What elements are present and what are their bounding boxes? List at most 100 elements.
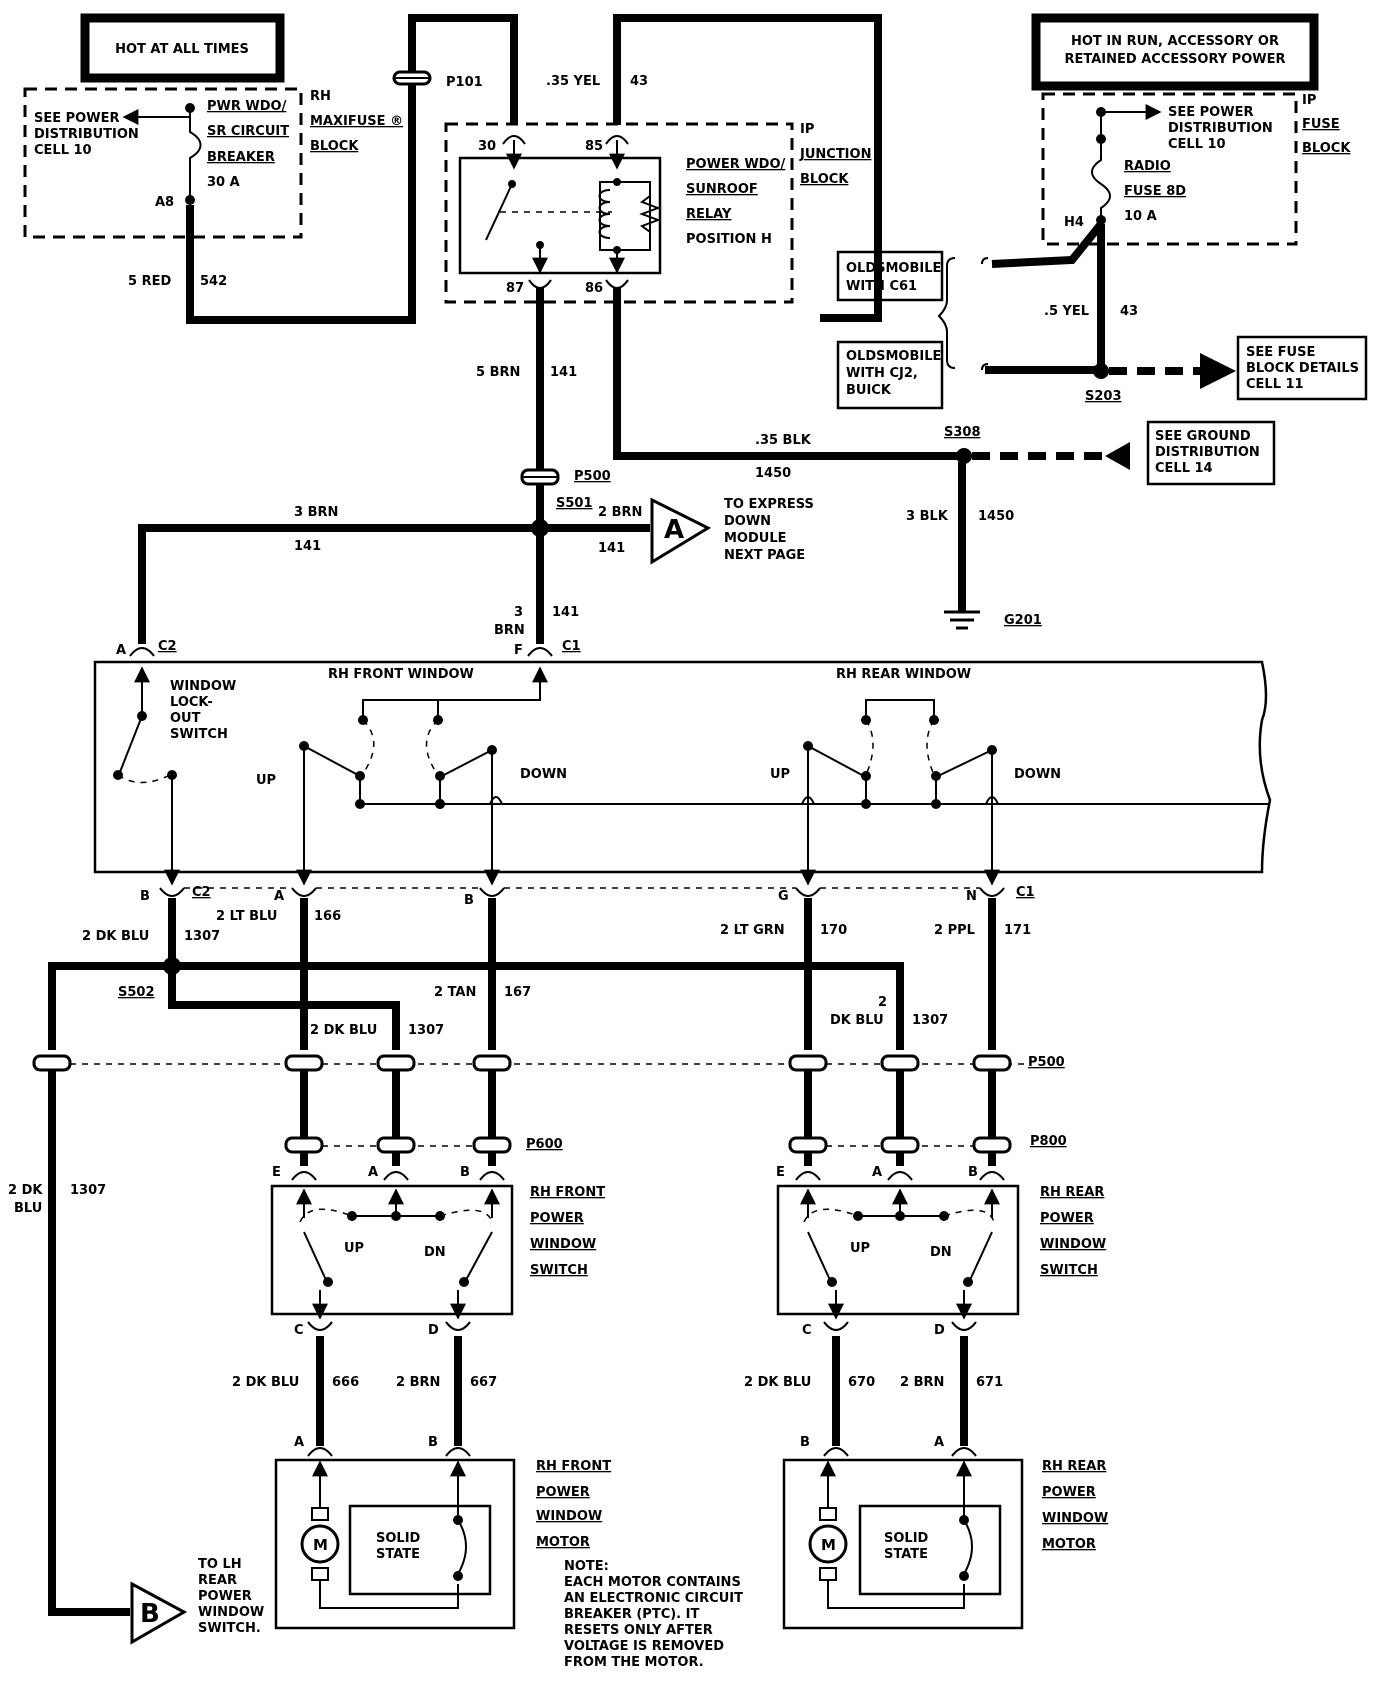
- svg-text:B: B: [968, 1165, 978, 1180]
- svg-text:MOTOR: MOTOR: [536, 1535, 590, 1550]
- variant-c61-box: OLDSMOBILE WITH C61: [836, 250, 944, 302]
- svg-text:G201: G201: [1004, 613, 1042, 628]
- svg-text:POWER: POWER: [530, 1211, 584, 1226]
- svg-text:85: 85: [585, 139, 603, 154]
- svg-text:2 PPL: 2 PPL: [934, 923, 975, 938]
- rh-rear-window-switch: E A B RH REAR POWER WINDOW SWITCH UP DN …: [776, 1165, 1106, 1338]
- connector-b-triangle: B: [130, 1581, 188, 1645]
- svg-text:RELAY: RELAY: [686, 207, 732, 222]
- svg-text:.35 YEL: .35 YEL: [546, 74, 600, 89]
- svg-text:WINDOW: WINDOW: [1040, 1237, 1106, 1252]
- svg-text:S501: S501: [556, 496, 593, 511]
- svg-text:86: 86: [585, 281, 603, 296]
- svg-text:DN: DN: [930, 1245, 952, 1260]
- power-window-relay: 30 85 87 86 POWER WDO/ SUNROOF RELAY POS…: [458, 139, 786, 296]
- svg-text:SWITCH.: SWITCH.: [198, 1621, 261, 1636]
- svg-text:BLOCK: BLOCK: [1302, 141, 1351, 156]
- svg-text:B: B: [428, 1435, 438, 1450]
- hot-at-all-times-box: HOT AT ALL TIMES: [80, 13, 285, 83]
- svg-text:30: 30: [478, 139, 496, 154]
- svg-text:NOTE:: NOTE:: [564, 1559, 609, 1574]
- svg-text:DISTRIBUTION: DISTRIBUTION: [1155, 445, 1260, 460]
- svg-text:WITH C61: WITH C61: [846, 279, 917, 294]
- svg-text:43: 43: [630, 74, 648, 89]
- p600-connectors: P600: [284, 1136, 563, 1154]
- svg-text:C1: C1: [562, 639, 581, 654]
- variant-cj2-box: OLDSMOBILE WITH CJ2, BUICK: [836, 340, 944, 410]
- svg-text:A: A: [274, 889, 284, 904]
- svg-text:141: 141: [598, 541, 625, 556]
- svg-text:IP: IP: [800, 122, 814, 137]
- svg-text:10 A: 10 A: [1124, 209, 1157, 224]
- svg-text:WINDOW: WINDOW: [170, 679, 236, 694]
- svg-text:SEE FUSE: SEE FUSE: [1246, 345, 1315, 360]
- svg-text:2 DK BLU: 2 DK BLU: [82, 929, 149, 944]
- svg-text:2 DK BLU: 2 DK BLU: [310, 1023, 377, 1038]
- svg-text:170: 170: [820, 923, 847, 938]
- svg-text:SEE GROUND: SEE GROUND: [1155, 429, 1251, 444]
- svg-text:POWER: POWER: [536, 1485, 590, 1500]
- svg-text:2 BRN: 2 BRN: [598, 505, 642, 520]
- svg-text:WINDOW: WINDOW: [536, 1509, 602, 1524]
- svg-text:171: 171: [1004, 923, 1031, 938]
- svg-text:UP: UP: [256, 773, 276, 788]
- svg-text:3 BRN: 3 BRN: [294, 505, 338, 520]
- svg-text:542: 542: [200, 274, 227, 289]
- svg-text:3 BLK: 3 BLK: [906, 509, 949, 524]
- svg-text:SUNROOF: SUNROOF: [686, 182, 758, 197]
- svg-text:STATE: STATE: [376, 1547, 420, 1562]
- svg-text:TO EXPRESS: TO EXPRESS: [724, 497, 814, 512]
- svg-text:D: D: [934, 1323, 945, 1338]
- svg-text:STATE: STATE: [884, 1547, 928, 1562]
- svg-text:DISTRIBUTION: DISTRIBUTION: [34, 127, 139, 142]
- svg-text:CELL 14: CELL 14: [1155, 461, 1213, 476]
- svg-text:SWITCH: SWITCH: [530, 1263, 588, 1278]
- svg-text:SOLID: SOLID: [884, 1531, 929, 1546]
- svg-text:167: 167: [504, 985, 531, 1000]
- svg-text:141: 141: [294, 539, 321, 554]
- svg-text:OLDSMOBILE: OLDSMOBILE: [846, 261, 941, 276]
- svg-text:DOWN: DOWN: [724, 514, 771, 529]
- svg-text:RH FRONT: RH FRONT: [530, 1185, 605, 1200]
- svg-text:43: 43: [1120, 304, 1138, 319]
- svg-text:POWER: POWER: [1040, 1211, 1094, 1226]
- svg-text:PWR WDO/: PWR WDO/: [207, 99, 287, 114]
- p101-connector: P101: [392, 70, 483, 90]
- svg-text:S308: S308: [944, 425, 981, 440]
- svg-text:A: A: [294, 1435, 304, 1450]
- hot-in-run-box: HOT IN RUN, ACCESSORY OR RETAINED ACCESS…: [1031, 13, 1319, 91]
- svg-text:NEXT PAGE: NEXT PAGE: [724, 548, 805, 563]
- svg-text:MOTOR: MOTOR: [1042, 1537, 1096, 1552]
- svg-text:667: 667: [470, 1375, 497, 1390]
- svg-text:C2: C2: [158, 639, 177, 654]
- svg-text:POWER: POWER: [1042, 1485, 1096, 1500]
- svg-text:E: E: [776, 1165, 785, 1180]
- svg-text:A: A: [872, 1165, 882, 1180]
- svg-text:MODULE: MODULE: [724, 531, 787, 546]
- svg-text:FUSE 8D: FUSE 8D: [1124, 184, 1186, 199]
- svg-text:SOLID: SOLID: [376, 1531, 421, 1546]
- rh-front-window-switch: E A B RH FRONT POWER WINDOW SWITCH UP DN…: [270, 1165, 605, 1338]
- svg-text:5 RED: 5 RED: [128, 274, 171, 289]
- svg-text:SEE POWER: SEE POWER: [1168, 105, 1253, 120]
- rh-front-window-motor: A B RH FRONT POWER WINDOW MOTOR M SOLID …: [274, 1435, 611, 1630]
- svg-text:BLOCK DETAILS: BLOCK DETAILS: [1246, 361, 1359, 376]
- svg-text:RH: RH: [310, 89, 331, 104]
- p500-top-connector: P500: [520, 468, 611, 486]
- ground-g201: G201: [944, 610, 1042, 630]
- svg-text:WINDOW: WINDOW: [1042, 1511, 1108, 1526]
- svg-text:M: M: [313, 1536, 328, 1554]
- svg-text:P800: P800: [1030, 1134, 1067, 1149]
- svg-text:RH REAR: RH REAR: [1042, 1459, 1106, 1474]
- svg-text:FUSE: FUSE: [1302, 117, 1340, 132]
- svg-text:HOT IN RUN, ACCESSORY OR: HOT IN RUN, ACCESSORY OR: [1071, 34, 1279, 49]
- svg-text:141: 141: [552, 605, 579, 620]
- svg-text:BREAKER: BREAKER: [207, 150, 275, 165]
- svg-text:BLOCK: BLOCK: [310, 139, 359, 154]
- svg-text:B: B: [800, 1435, 810, 1450]
- svg-text:BLOCK: BLOCK: [800, 172, 849, 187]
- svg-text:C: C: [802, 1323, 812, 1338]
- svg-text:F: F: [514, 643, 523, 658]
- svg-text:671: 671: [976, 1375, 1003, 1390]
